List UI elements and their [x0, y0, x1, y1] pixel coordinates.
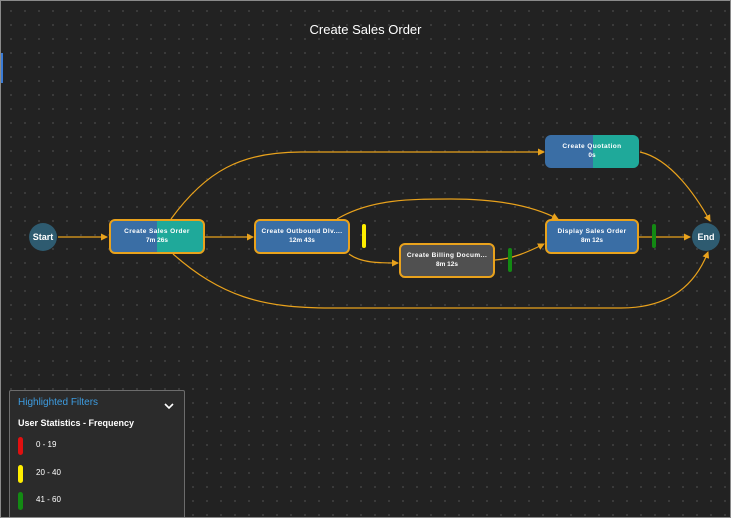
- activity-time: 0s: [588, 151, 596, 159]
- activity-create-billing-document[interactable]: Create Billing Docum... 8m 12s: [399, 243, 495, 278]
- activity-create-quotation[interactable]: Create Quotation 0s: [545, 135, 639, 168]
- activity-create-sales-order[interactable]: Create Sales Order 7m 26s: [109, 219, 205, 254]
- edge-create-sales-order-to-create-quotation: [170, 148, 545, 220]
- legend-label: 41 - 60: [36, 495, 61, 504]
- frequency-bar-display-sales-order: [652, 224, 656, 248]
- start-node[interactable]: Start: [29, 223, 57, 251]
- edge-create-outbound-to-create-billing: [348, 253, 399, 267]
- edge-create-quotation-to-end: [639, 151, 711, 222]
- activity-name: Create Sales Order: [124, 228, 190, 236]
- legend-swatch-red: [18, 437, 23, 455]
- diagram-title: Create Sales Order: [309, 22, 422, 37]
- activity-time: 8m 12s: [435, 260, 459, 268]
- end-node[interactable]: End: [692, 223, 720, 251]
- activity-name: Create Quotation: [562, 143, 622, 151]
- legend-swatch-yellow: [18, 465, 23, 483]
- panel-subtitle: User Statistics - Frequency: [18, 418, 135, 428]
- activity-time: 7m 26s: [145, 236, 169, 244]
- canvas-edge-accent: [1, 53, 3, 83]
- panel-title: Highlighted Filters: [18, 397, 99, 408]
- frequency-bar-create-billing: [508, 248, 512, 272]
- edge-create-sales-order-to-end: [172, 251, 710, 309]
- activity-display-sales-order[interactable]: Display Sales Order 8m 12s: [545, 219, 639, 254]
- edge-create-billing-to-display-sales-order: [494, 243, 545, 261]
- activity-name: Create Outbound Dlv....: [261, 228, 343, 236]
- frequency-bar-create-outbound: [362, 224, 366, 248]
- activity-name: Create Billing Docum...: [406, 252, 488, 260]
- highlighted-filters-panel: Highlighted Filters User Statistics - Fr…: [9, 390, 185, 517]
- activity-create-outbound-delivery[interactable]: Create Outbound Dlv.... 12m 43s: [254, 219, 350, 254]
- edge-create-outbound-to-display-sales-order: [336, 198, 559, 220]
- activity-time: 12m 43s: [289, 236, 315, 244]
- chevron-down-icon[interactable]: [164, 397, 174, 415]
- legend-swatch-green: [18, 492, 23, 510]
- legend-label: 0 - 19: [36, 440, 57, 449]
- activity-time: 8m 12s: [580, 236, 604, 244]
- legend-label: 20 - 40: [36, 468, 61, 477]
- activity-name: Display Sales Order: [557, 228, 627, 236]
